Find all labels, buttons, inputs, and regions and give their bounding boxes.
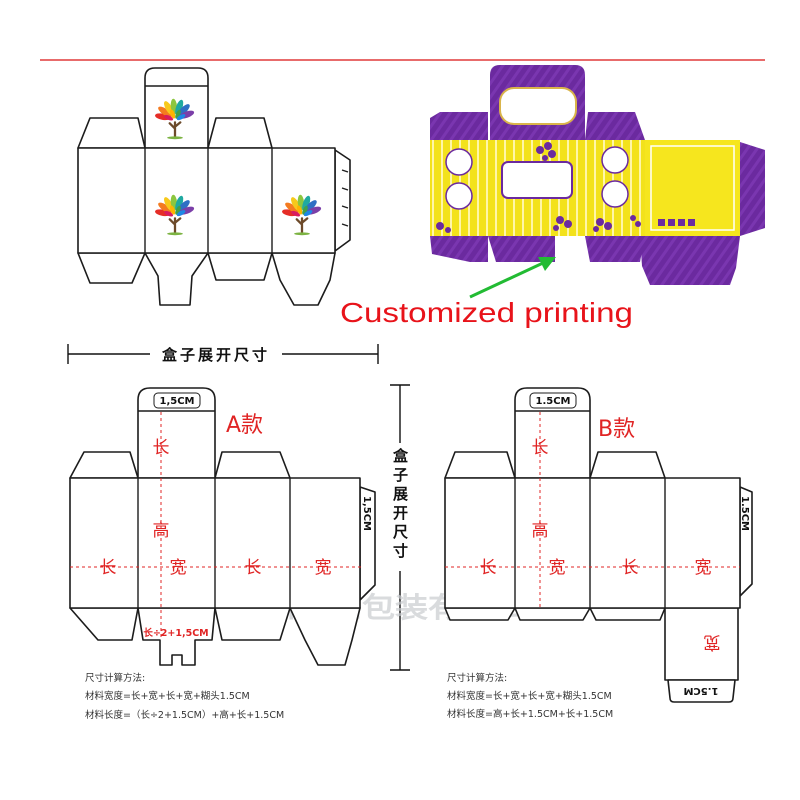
- vertical-dimension: [390, 384, 410, 671]
- b-length-formula: 材料长度=高+长+1.5CM+长+1.5CM: [447, 708, 613, 720]
- a-lid-label: 长: [153, 438, 170, 458]
- printed-bottom-flap-2: [488, 236, 555, 262]
- a-panel-label-2: 宽: [170, 558, 187, 578]
- b-top-dust-flap-left: [444, 451, 516, 479]
- a-top-dust-flap-left: [69, 451, 139, 479]
- b-panel-label-1: 长: [480, 558, 497, 578]
- bottom-flap-4: [271, 252, 336, 306]
- a-top-tab-label-box: [153, 392, 201, 409]
- b-bottom-flap-3: [589, 607, 666, 621]
- customized-printing-caption: Customized printing: [340, 297, 633, 328]
- printed-bottom-panel-4: [640, 236, 740, 285]
- b-width-formula: 材料宽度=长+宽+长+宽+糊头1.5CM: [447, 690, 612, 702]
- flower-decoration: [436, 142, 641, 233]
- a-calc-heading: 尺寸计算方法:: [85, 672, 145, 684]
- a-panel-label-1: 长: [100, 558, 117, 578]
- top-dust-flap-left: [77, 117, 146, 149]
- a-top-dust-flap-right: [214, 451, 291, 479]
- glue-flap: [334, 149, 351, 252]
- glue-flap-marks: [341, 169, 349, 227]
- b-bottom-flap-2: [514, 607, 591, 621]
- b-top-tab-label-box: [529, 392, 577, 409]
- horizontal-dimension-label: 盒子展开尺寸: [161, 346, 270, 364]
- a-panel-label-3: 长: [245, 558, 262, 578]
- a-bottom-lock-tab: [137, 607, 216, 666]
- feature-badge: [601, 146, 629, 174]
- printed-right-flap: [585, 112, 645, 140]
- a-bottom-flap-1: [69, 607, 139, 641]
- vertical-dimension-label: 盒子展开尺寸: [391, 447, 409, 562]
- product-label-plate: [501, 161, 573, 199]
- b-glue-flap-label: 1.5CM: [739, 496, 750, 531]
- feature-badge: [601, 180, 629, 208]
- a-bottom-tab-label: 长÷2+1,5CM: [143, 627, 208, 639]
- a-top-tab-label: 1,5CM: [159, 396, 194, 407]
- printed-glue-flap: [740, 142, 765, 236]
- a-glue-flap-label: 1,5CM: [361, 496, 372, 531]
- b-height-label: 高: [532, 521, 549, 541]
- certification-icons: [658, 219, 695, 226]
- panel-fold-lines: [144, 148, 273, 253]
- style-a-dieline: [69, 387, 376, 666]
- b-top-dust-flap-right: [589, 451, 666, 479]
- printed-left-flap: [430, 112, 488, 140]
- top-dust-flap-right: [207, 117, 273, 149]
- b-bottom-tab-label: 1.5CM: [683, 685, 718, 696]
- b-box-body: [444, 477, 741, 609]
- b-panel-label-4: 宽: [695, 558, 712, 578]
- blank-dieline-preview: [77, 67, 351, 306]
- a-length-formula: 材料长度=（长÷2+1.5CM）+高+长+1.5CM: [85, 709, 284, 721]
- feature-badge: [445, 148, 473, 176]
- lid-label-plate: [499, 87, 577, 125]
- a-bottom-flap-4: [289, 607, 361, 666]
- b-lid-label: 长: [532, 438, 549, 458]
- bottom-flap-1: [77, 252, 146, 284]
- pointer-arrow: [469, 257, 556, 299]
- bottom-flap-3: [207, 252, 273, 281]
- a-panel-label-4: 宽: [315, 558, 332, 578]
- a-width-formula: 材料宽度=长+宽+长+宽+糊头1.5CM: [85, 690, 250, 702]
- b-top-tab-label: 1.5CM: [535, 396, 570, 407]
- a-height-label: 高: [153, 521, 170, 541]
- b-bottom-flap-1: [444, 607, 516, 621]
- style-a-title: A款: [226, 413, 263, 438]
- b-bottom-tuck-tab: [667, 679, 736, 703]
- printed-box-preview: [430, 65, 765, 285]
- a-panel-fold-lines: [137, 478, 291, 608]
- b-calc-heading: 尺寸计算方法:: [447, 672, 507, 684]
- printed-bottom-flap-3: [585, 236, 645, 262]
- b-bottom-panel-label: 宽: [704, 632, 721, 652]
- a-bottom-flap-3: [214, 607, 291, 641]
- b-bottom-panel: [664, 607, 739, 681]
- printed-bottom-flap-1: [430, 236, 488, 262]
- panel-4-border: [650, 145, 735, 231]
- b-panel-fold-lines: [514, 478, 666, 608]
- style-b-title: B款: [598, 417, 635, 442]
- bottom-lock-tab: [144, 252, 209, 306]
- b-panel-label-2: 宽: [549, 558, 566, 578]
- b-panel-label-3: 长: [622, 558, 639, 578]
- style-b-dieline: [444, 387, 753, 703]
- horizontal-dimension: [67, 344, 379, 364]
- feature-badge: [445, 182, 473, 210]
